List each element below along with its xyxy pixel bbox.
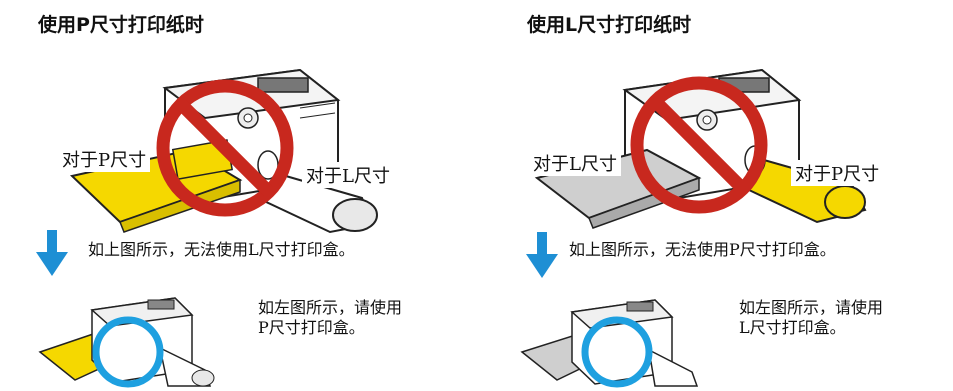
left-advice-line1: 如左图所示，请使用 (258, 298, 403, 317)
left-notice: 如上图所示，无法使用L尺寸打印盒。 (88, 240, 355, 259)
down-arrow-icon (526, 232, 558, 278)
no-entry-icon (156, 79, 294, 217)
ink-cartridge (257, 150, 378, 234)
right-advice: 如左图所示，请使用 L尺寸打印盒。 (739, 298, 883, 338)
left-heading: 使用P尺寸打印纸时 (38, 14, 204, 36)
right-advice-line1: 如左图所示，请使用 (739, 298, 884, 317)
no-entry-icon (630, 76, 768, 214)
right-notice: 如上图所示，无法使用P尺寸打印盒。 (569, 240, 836, 259)
small-printer-illustration (38, 297, 215, 387)
left-cartridge-label: 对于L尺寸 (302, 162, 394, 188)
right-heading: 使用L尺寸打印纸时 (527, 14, 692, 36)
right-advice-line2: L尺寸打印盒。 (739, 318, 846, 337)
left-illustration (36, 68, 378, 388)
left-panel: 使用P尺寸打印纸时 (0, 0, 476, 391)
right-paper-label: 对于L尺寸 (529, 150, 621, 176)
right-illustration (520, 68, 867, 388)
left-advice: 如左图所示，请使用 P尺寸打印盒。 (258, 298, 402, 338)
left-paper-label: 对于P尺寸 (58, 146, 151, 172)
right-cartridge-label: 对于P尺寸 (791, 160, 884, 186)
down-arrow-icon (36, 230, 68, 276)
right-panel: 使用L尺寸打印纸时 (477, 0, 953, 391)
left-advice-line2: P尺寸打印盒。 (258, 318, 365, 337)
small-printer-illustration (520, 299, 699, 387)
highlight-circle (581, 316, 653, 388)
highlight-circle (92, 316, 164, 388)
